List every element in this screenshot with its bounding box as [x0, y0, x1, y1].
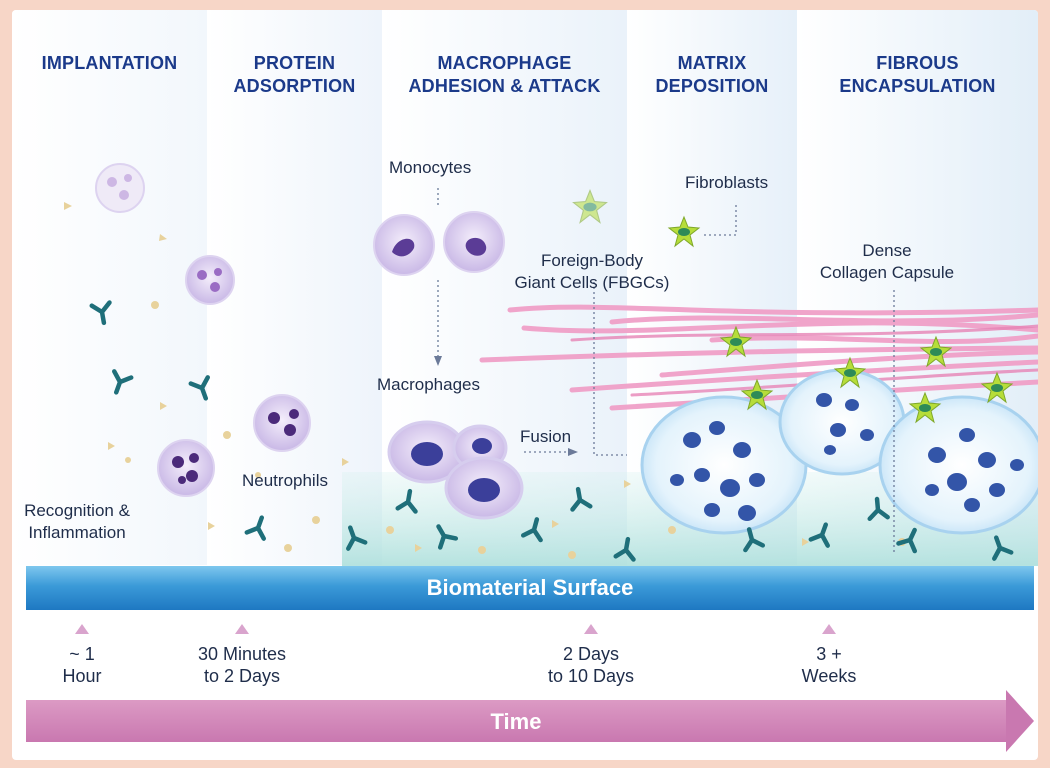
biomaterial-surface-label: Biomaterial Surface	[426, 575, 634, 600]
label-recognition: Recognition & Inflammation	[24, 501, 130, 542]
label-macrophages: Macrophages	[377, 375, 481, 394]
macrophage-cells	[387, 420, 524, 520]
fbgc-cells	[640, 368, 1038, 535]
monocyte-cells	[373, 211, 505, 276]
phase-title-fibrous: FIBROUS ENCAPSULATION	[839, 53, 996, 96]
label-fusion: Fusion	[520, 427, 572, 446]
tick-marker-4	[822, 624, 836, 634]
diagram-frame: IMPLANTATION PROTEIN ADSORPTION MACROPHA…	[12, 10, 1038, 760]
tick-label-1: ~ 1 Hour	[62, 644, 102, 686]
tick-label-4: 3 + Weeks	[801, 644, 857, 686]
label-fbgc: Foreign-Body Giant Cells (FBGCs)	[514, 251, 670, 292]
tick-marker-1	[75, 624, 89, 634]
illustration	[64, 163, 1038, 566]
label-collagen-capsule: Dense Collagen Capsule	[819, 241, 955, 282]
label-fibroblasts: Fibroblasts	[685, 173, 769, 192]
time-arrow-head	[1006, 690, 1034, 752]
label-neutrophils: Neutrophils	[242, 471, 328, 490]
phase-title-matrix: MATRIX DEPOSITION	[655, 53, 769, 96]
phase-title-implantation: IMPLANTATION	[41, 53, 178, 73]
phase-title-protein-adsorption: PROTEIN ADSORPTION	[233, 53, 356, 96]
time-label: Time	[490, 709, 542, 734]
tick-label-2: 30 Minutes to 2 Days	[197, 644, 287, 686]
tick-label-3: 2 Days to 10 Days	[547, 644, 635, 686]
label-monocytes: Monocytes	[389, 158, 472, 177]
tick-marker-3	[584, 624, 598, 634]
neutrophil-cells	[95, 163, 311, 497]
biomaterial-surface-bar: Biomaterial Surface	[26, 566, 1034, 610]
phase-title-macrophage: MACROPHAGE ADHESION & ATTACK	[408, 53, 601, 96]
time-arrow-shaft: Time	[26, 700, 1006, 742]
tick-marker-2	[235, 624, 249, 634]
